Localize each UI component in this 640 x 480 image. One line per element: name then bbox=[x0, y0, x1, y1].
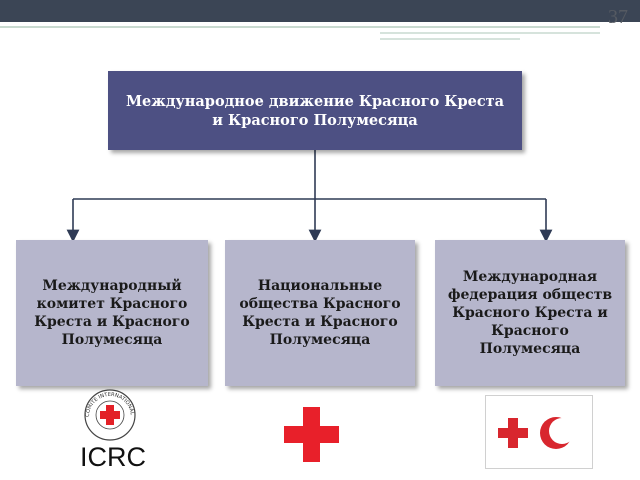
child-node-label: Международный комитет Красного Креста и … bbox=[34, 278, 190, 348]
child-node-label: Международная федерация обществ Красного… bbox=[447, 269, 613, 357]
header-bar bbox=[0, 0, 640, 22]
header-accent-line bbox=[0, 26, 600, 28]
header-accent-line-2 bbox=[380, 32, 600, 34]
child-node-national-societies: Национальные общества Красного Креста и … bbox=[225, 240, 415, 386]
child-node-label: Национальные общества Красного Креста и … bbox=[239, 278, 401, 348]
red-cross-icon bbox=[284, 407, 339, 462]
icrc-logo-text: ICRC bbox=[80, 442, 146, 472]
ifrc-logo bbox=[485, 395, 593, 469]
child-node-federation: Международная федерация обществ Красного… bbox=[435, 240, 625, 386]
icrc-seal-icon: COMITE INTERNATIONAL GENEVE bbox=[76, 388, 136, 441]
cross-and-crescent-icon bbox=[498, 417, 575, 449]
header-accent-line-3 bbox=[380, 38, 520, 40]
page-number: 37 bbox=[608, 6, 628, 28]
root-node: Международное движение Красного Креста и… bbox=[108, 71, 522, 150]
root-node-label: Международное движение Красного Креста и… bbox=[125, 92, 505, 129]
child-node-icrc: Международный комитет Красного Креста и … bbox=[16, 240, 208, 386]
